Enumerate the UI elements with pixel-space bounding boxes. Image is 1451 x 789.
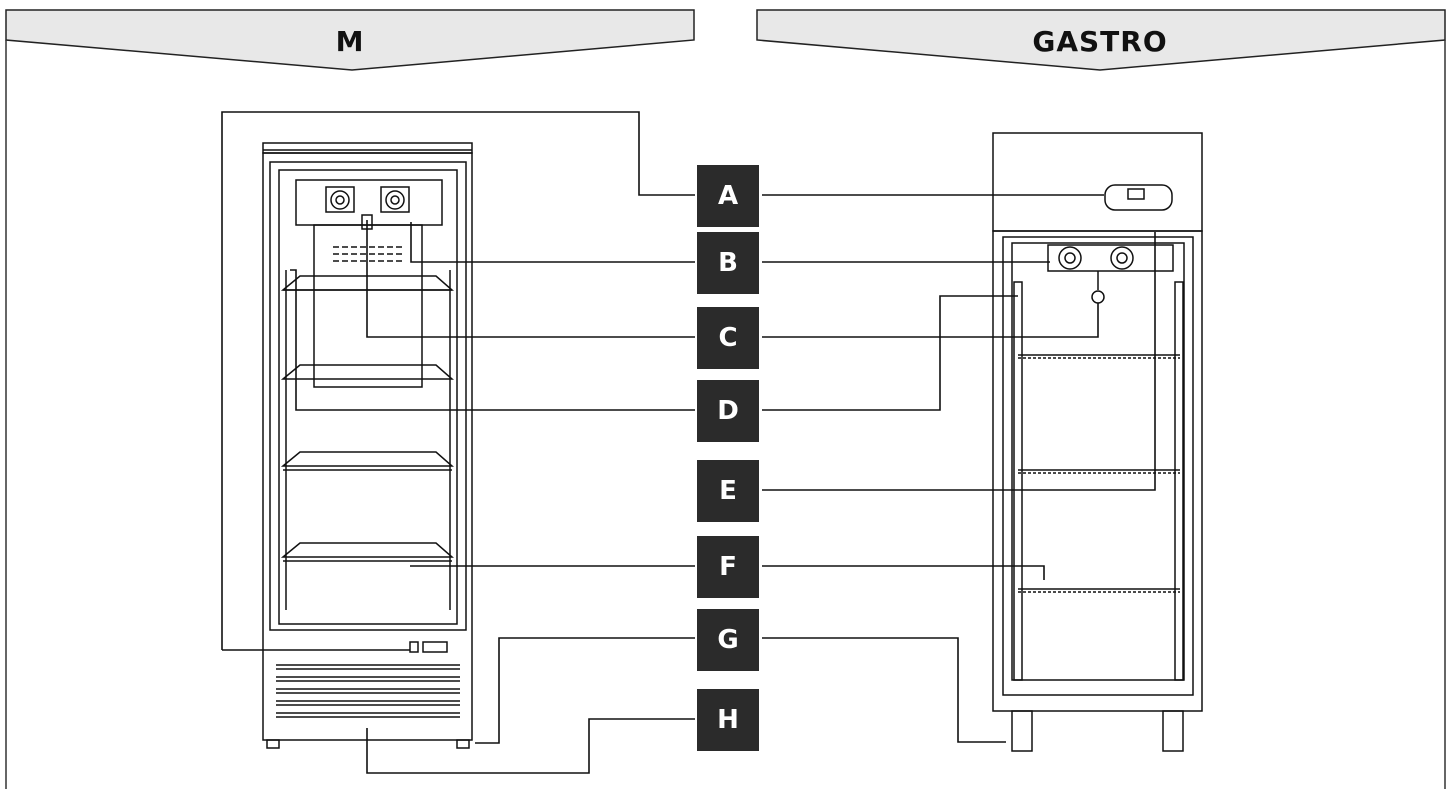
header-title-left: M: [335, 25, 365, 58]
header-title-right: GASTRO: [1032, 25, 1168, 58]
label-d: D: [697, 380, 759, 442]
label-c: C: [697, 307, 759, 369]
fridge-gastro: [992, 132, 1203, 752]
header-banner-right: [756, 9, 1446, 71]
header-banner-left: [5, 9, 695, 71]
label-h: H: [697, 689, 759, 751]
label-g: G: [697, 609, 759, 671]
label-f: F: [697, 536, 759, 598]
label-e: E: [697, 460, 759, 522]
leader-lines: [221, 111, 1156, 774]
label-a: A: [697, 165, 759, 227]
label-b: B: [697, 232, 759, 294]
